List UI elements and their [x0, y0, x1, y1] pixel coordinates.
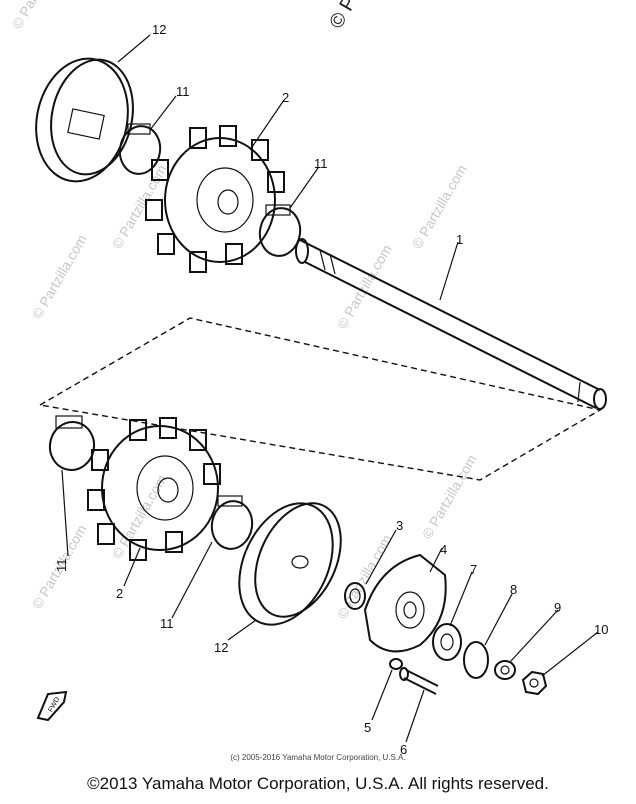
clamp-bottom-left: [48, 415, 96, 471]
idler-wheel-top: [35, 57, 134, 183]
nut: [521, 670, 548, 696]
sprocket-top: [145, 125, 285, 273]
callout-11-top-right: 11: [314, 156, 328, 171]
callout-7: 7: [470, 562, 477, 577]
fwd-arrow-icon: FWD: [36, 690, 68, 722]
callout-2-top: 2: [282, 90, 289, 105]
small-copyright: (c) 2005-2016 Yamaha Motor Corporation, …: [230, 753, 406, 762]
footer-copyright: ©2013 Yamaha Motor Corporation, U.S.A. A…: [87, 774, 549, 793]
callout-12-top: 12: [152, 22, 166, 37]
watermark-2: © Partzilla.com: [109, 162, 170, 252]
assembly-outline: [37, 317, 602, 481]
bolt: [399, 667, 439, 695]
leader-lines: [61, 34, 599, 743]
clamp-top-right: [258, 204, 302, 257]
watermark-8: © Partzilla.com: [334, 532, 395, 622]
idler-wheel-bottom: [238, 502, 342, 626]
callout-5: 5: [364, 720, 371, 735]
callout-1: 1: [456, 232, 463, 247]
washer: [494, 660, 516, 680]
sprocket-bottom: [87, 417, 221, 561]
bearing-housing: [363, 553, 447, 653]
seal: [432, 623, 462, 661]
callout-12-bottom: 12: [214, 640, 228, 655]
clamp-bottom-right: [210, 495, 254, 550]
callout-8: 8: [510, 582, 517, 597]
callout-6: 6: [400, 742, 407, 757]
callout-10: 10: [594, 622, 608, 637]
watermark-7: © Partzilla.com: [109, 472, 170, 562]
watermark-top: © Pa: [325, 0, 367, 32]
fwd-label: FWD: [47, 696, 61, 713]
callout-3: 3: [396, 518, 403, 533]
circlip: [463, 641, 489, 679]
watermark-1: © Partzilla.com: [29, 232, 90, 322]
bearing: [344, 582, 366, 610]
watermark-9: © Partzilla.com: [9, 0, 70, 32]
callout-11-bottom-left: 11: [54, 559, 69, 573]
clamp-top-left: [118, 123, 162, 175]
watermark-6: © Partzilla.com: [419, 452, 480, 542]
drive-shaft: [295, 238, 607, 410]
callout-11-top-left: 11: [176, 84, 190, 99]
callout-9: 9: [554, 600, 561, 615]
callout-2-bottom: 2: [116, 586, 123, 601]
callout-4: 4: [440, 542, 447, 557]
watermark-3: © Partzilla.com: [334, 242, 395, 332]
callout-11-bottom-right: 11: [160, 616, 174, 631]
spring-washer: [389, 658, 403, 670]
